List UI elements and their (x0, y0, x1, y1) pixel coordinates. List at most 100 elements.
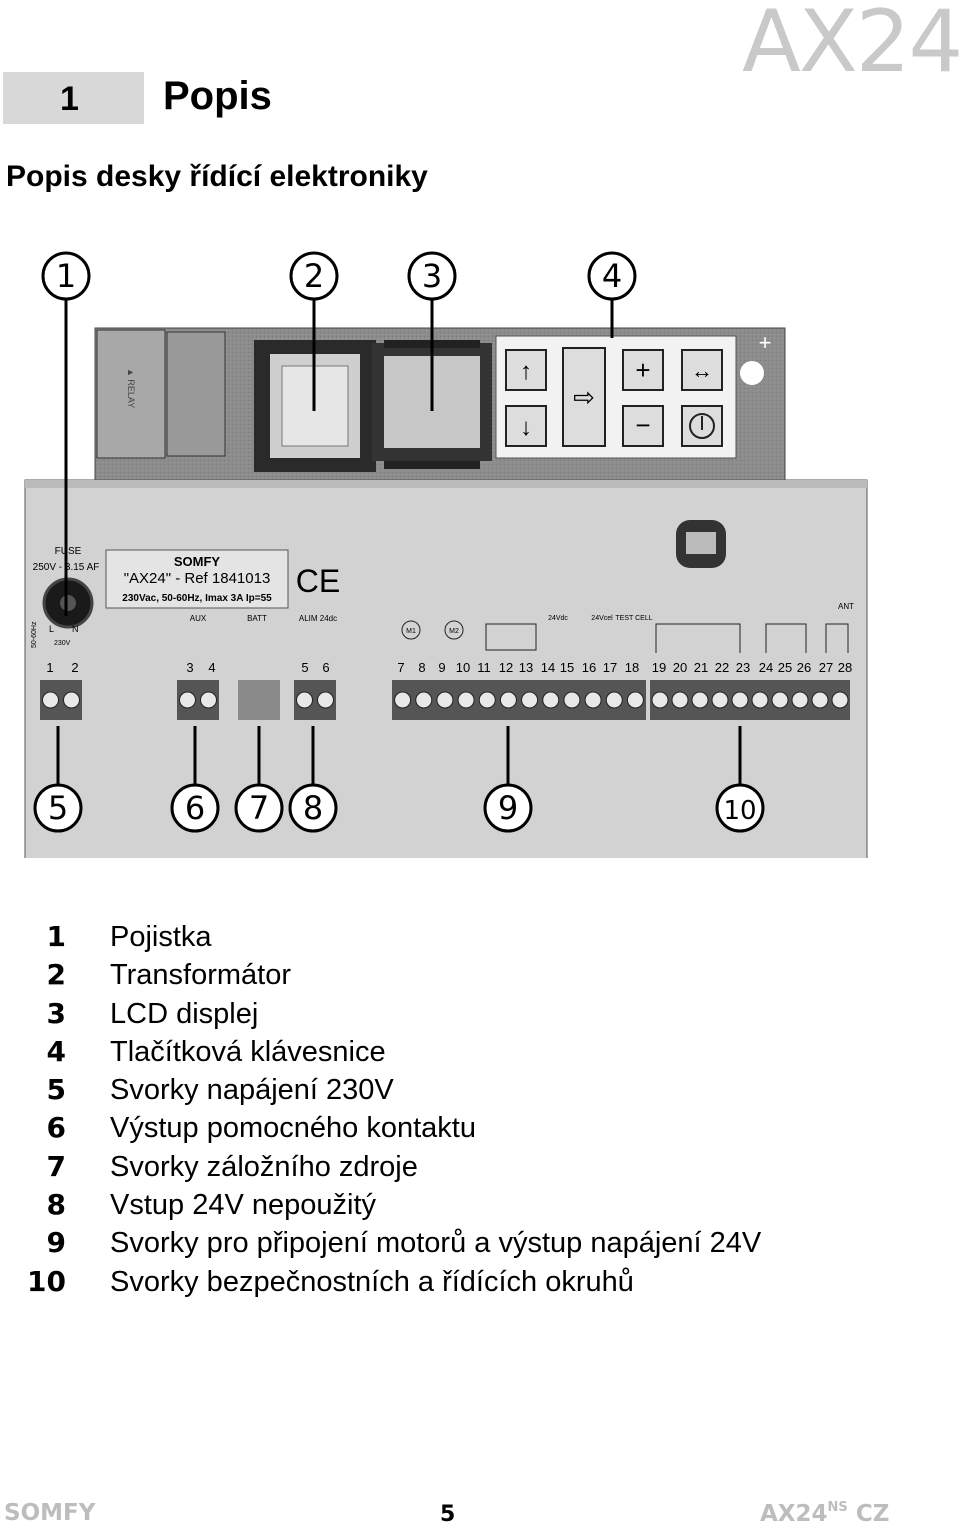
legend-text: Transformátor (110, 959, 292, 992)
label-test-cell: TEST CELL (615, 615, 652, 622)
terminal-number: 20 (673, 660, 687, 675)
terminal-number: 24 (759, 660, 773, 675)
terminal-screw (42, 691, 59, 709)
callout-1: 1 (41, 251, 91, 616)
key-enter (562, 347, 606, 447)
terminal-block-7 (238, 680, 280, 720)
terminal-screw (394, 691, 412, 709)
callout-9: 9 (483, 726, 533, 833)
terminal-screw (200, 691, 217, 709)
legend-number: 10 (27, 1264, 66, 1298)
legend-list: 1 Pojistka 2 Transformátor 3 LCD displej 4 Tlač… (0, 918, 960, 1301)
label-voltage: 230V (54, 640, 71, 647)
legend-number: 9 (46, 1226, 66, 1260)
key-enter-icon: ⇨ (573, 382, 595, 412)
legend-number: 7 (46, 1149, 66, 1183)
terminal-screw (542, 691, 560, 709)
label-24vdc-1: 24Vdc (548, 615, 568, 622)
key-plus-icon: + (635, 355, 650, 385)
legend-item: 4 Tlačítková klávesnice (0, 1033, 960, 1071)
terminal-number: 5 (301, 660, 308, 675)
brand-watermark: AX24 (742, 0, 960, 92)
callout-label: 1 (56, 257, 76, 295)
legend-number: 1 (46, 920, 66, 953)
terminal-number: 8 (418, 660, 425, 675)
terminal-screw (63, 691, 80, 709)
legend-text: Svorky napájení 230V (110, 1074, 394, 1107)
legend-number: 3 (46, 996, 66, 1030)
terminal-screw (436, 691, 454, 709)
legend-item: 8 Vstup 24V nepoužitý (0, 1186, 960, 1224)
legend-text: Svorky pro připojení motorů a výstup nap… (110, 1227, 762, 1260)
terminal-number: 10 (456, 660, 470, 675)
legend-number: 6 (46, 1111, 66, 1145)
terminal-screw (584, 691, 602, 709)
relay-block-2 (166, 331, 226, 457)
legend-item: 2 Transformátor (0, 956, 960, 994)
callout-8: 8 (288, 726, 338, 833)
terminal-number: 6 (322, 660, 329, 675)
terminal-number: 23 (736, 660, 750, 675)
terminal-number: 14 (541, 660, 555, 675)
terminal-screw (651, 691, 669, 709)
terminal-screw (811, 691, 829, 709)
legend-text: Výstup pomocného kontaktu (110, 1112, 476, 1145)
label-aux: AUX (190, 614, 207, 623)
terminal-screw (478, 691, 496, 709)
terminal-screw (791, 691, 809, 709)
callout-4: 4 (587, 251, 637, 338)
legend-text: Vstup 24V nepoužitý (110, 1189, 377, 1222)
legend-item: 1 Pojistka (0, 918, 960, 956)
subtitle: Popis desky řídící elektroniky (6, 160, 428, 193)
legend-number: 8 (46, 1188, 66, 1222)
legend-text: LCD displej (110, 997, 259, 1030)
terminal-number: 3 (186, 660, 193, 675)
legend-number: 2 (46, 958, 66, 992)
motor-m1 (401, 620, 421, 640)
legend-number: 4 (46, 1034, 66, 1068)
key-up (505, 349, 547, 391)
key-minus (622, 405, 664, 447)
footer-brand: SOMFY (4, 1500, 96, 1526)
label-l: L (49, 624, 54, 634)
footer-product: AX24NS CZ (760, 1500, 890, 1527)
legend-text: Pojistka (110, 921, 212, 953)
label-n: N (72, 624, 79, 634)
callout-7: 7 (234, 726, 284, 833)
section-number: 1 (60, 80, 79, 118)
terminal-screw (457, 691, 475, 709)
terminal-screw (671, 691, 689, 709)
product-label-box (105, 549, 289, 609)
terminal-number: 4 (208, 660, 215, 675)
callout-label: 6 (185, 789, 205, 827)
terminal-number: 7 (397, 660, 404, 675)
legend-item: 9 Svorky pro připojení motorů a výstup na… (0, 1224, 960, 1262)
label-m1: M1 (406, 628, 416, 635)
callout-label: 10 (723, 796, 756, 826)
contact-symbols (655, 623, 849, 653)
terminal-screw (296, 691, 313, 709)
terminal-screw (691, 691, 709, 709)
callout-label: 4 (602, 257, 622, 295)
terminal-screw (499, 691, 517, 709)
callout-label: 8 (303, 789, 323, 827)
terminal-number: 28 (838, 660, 852, 675)
lamp-symbol (485, 623, 537, 651)
callout-label: 7 (249, 789, 269, 827)
label-alim: ALIM 24dc (299, 614, 337, 623)
legend-text: Tlačítková klávesnice (110, 1035, 386, 1068)
terminal-number: 9 (438, 660, 445, 675)
page-number: 5 (440, 1502, 456, 1527)
board-figure: ▲ RELAY ↑ ↓ ⇨ + − ↔ + FUSE 250V - 3.15 A… (24, 251, 868, 858)
label-24vdc-2: 24Vcel (591, 615, 613, 622)
terminal-screws (42, 691, 849, 709)
terminal-screw (731, 691, 749, 709)
section-number-box (3, 72, 144, 124)
terminal-number: 12 (499, 660, 513, 675)
lcd-pins-bottom (384, 461, 480, 469)
terminal-block-9 (392, 680, 646, 720)
terminal-screw (626, 691, 644, 709)
terminal-screw (831, 691, 849, 709)
